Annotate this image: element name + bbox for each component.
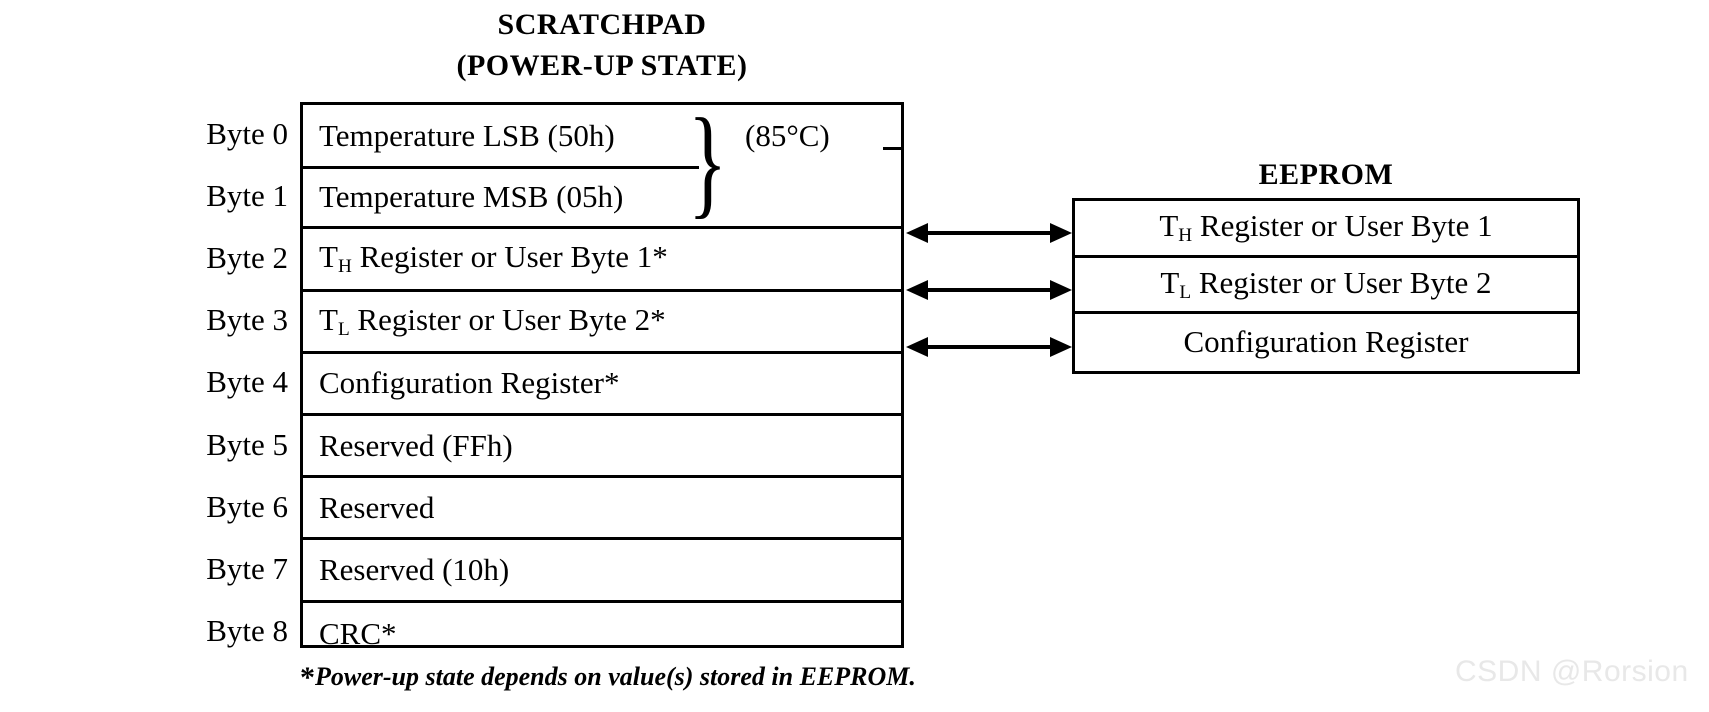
byte-label-4: Byte 4 — [206, 364, 288, 399]
scratchpad-title-line2: (POWER-UP STATE) — [456, 49, 748, 82]
scratchpad-row-byte0: Temperature LSB (50h) — [303, 105, 901, 169]
scratchpad-row-byte5: Reserved (FFh) — [303, 416, 901, 479]
arrow-byte3-to-eeprom-row2 — [906, 277, 1072, 303]
byte-label-7: Byte 7 — [206, 551, 288, 586]
eeprom-row-1-text: TH Register or User Byte 1 — [1159, 208, 1493, 247]
footnote: *Power-up state depends on value(s) stor… — [300, 661, 916, 695]
arrow-byte2-to-eeprom-row1 — [906, 220, 1072, 246]
scratchpad-table: Temperature LSB (50h) Temperature MSB (0… — [300, 102, 904, 651]
scratchpad-title-line1: SCRATCHPAD — [497, 8, 707, 41]
byte0-byte1-divider — [303, 165, 699, 169]
eeprom-title: EEPROM — [1258, 158, 1394, 191]
scratchpad-row-byte5-text: Reserved (FFh) — [319, 427, 513, 463]
scratchpad-row-byte8: CRC* — [303, 603, 901, 665]
byte-label-column: Byte 0 Byte 1 Byte 2 Byte 3 Byte 4 Byte … — [148, 102, 288, 648]
temperature-annotation-leader-line — [883, 147, 904, 150]
byte-label-5: Byte 5 — [206, 427, 288, 462]
scratchpad-row-byte1: Temperature MSB (05h) — [303, 167, 901, 230]
scratchpad-row-byte2: TH Register or User Byte 1* — [303, 229, 901, 292]
scratchpad-row-byte4: Configuration Register* — [303, 354, 901, 416]
footnote-text: Power-up state depends on value(s) store… — [315, 662, 916, 691]
eeprom-row-3-text: Configuration Register — [1183, 324, 1469, 360]
temperature-brace-icon: } — [688, 92, 728, 230]
eeprom-row-1: TH Register or User Byte 1 — [1075, 201, 1577, 258]
scratchpad-row-byte7: Reserved (10h) — [303, 540, 901, 603]
byte-label-2: Byte 2 — [206, 240, 288, 275]
temperature-value-annotation: (85°C) — [745, 118, 830, 153]
scratchpad-row-byte8-text: CRC* — [319, 615, 397, 651]
scratchpad-row-byte7-text: Reserved (10h) — [319, 551, 510, 587]
eeprom-row-3: Configuration Register — [1075, 314, 1577, 371]
byte-label-0: Byte 0 — [206, 116, 288, 151]
byte-label-1: Byte 1 — [206, 178, 288, 213]
scratchpad-row-byte2-text: TH Register or User Byte 1* — [319, 239, 668, 278]
scratchpad-row-byte3-text: TL Register or User Byte 2* — [319, 301, 666, 340]
csdn-watermark: CSDN @Rorsion — [1455, 655, 1689, 688]
arrow-byte4-to-eeprom-row3 — [906, 334, 1072, 360]
scratchpad-row-byte4-text: Configuration Register* — [319, 365, 620, 401]
scratchpad-row-byte3: TL Register or User Byte 2* — [303, 292, 901, 354]
eeprom-table: TH Register or User Byte 1 TL Register o… — [1072, 198, 1580, 374]
byte-label-6: Byte 6 — [206, 489, 288, 524]
scratchpad-row-byte6-text: Reserved — [319, 489, 435, 525]
scratchpad-row-byte6: Reserved — [303, 478, 901, 541]
eeprom-row-2-text: TL Register or User Byte 2 — [1160, 264, 1492, 303]
scratchpad-row-byte0-text: Temperature LSB (50h) — [319, 118, 615, 154]
byte-label-3: Byte 3 — [206, 302, 288, 337]
scratchpad-row-byte1-text: Temperature MSB (05h) — [319, 178, 624, 214]
eeprom-row-2: TL Register or User Byte 2 — [1075, 258, 1577, 315]
byte-label-8: Byte 8 — [206, 613, 288, 648]
footnote-marker: * — [300, 661, 315, 694]
